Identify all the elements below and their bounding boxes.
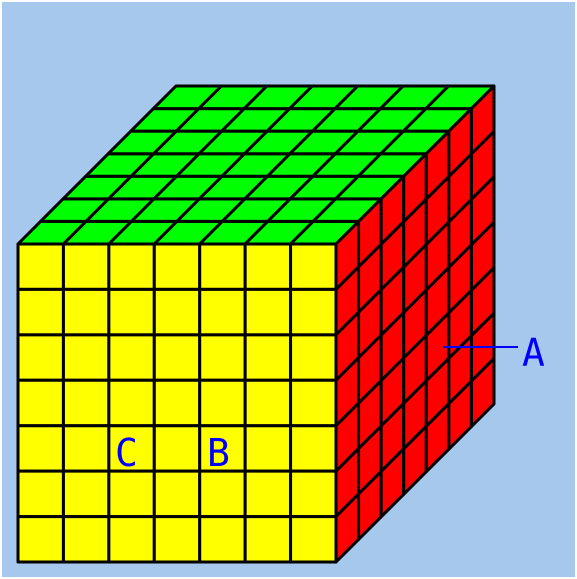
- cube-front-face: [16, 242, 338, 564]
- front-face-tile: [198, 469, 247, 519]
- front-face-tile: [61, 515, 111, 564]
- front-face-tile: [61, 424, 111, 473]
- front-face-tile: [243, 242, 293, 291]
- cube-top-face: [16, 84, 496, 246]
- front-face-tile: [152, 242, 202, 291]
- front-face-tile: [243, 515, 293, 564]
- front-face-tile: [107, 242, 156, 291]
- front-face-tile: [107, 287, 156, 337]
- front-face-tile: [198, 242, 247, 291]
- front-face-tile: [107, 469, 156, 519]
- front-face-tile: [198, 515, 247, 564]
- label-a: A: [522, 331, 545, 375]
- front-face-tile: [107, 378, 156, 428]
- front-face-tile: [61, 287, 111, 337]
- front-face-tile: [152, 515, 202, 564]
- front-face-tile: [243, 469, 293, 519]
- front-face-tile: [16, 424, 65, 473]
- front-face-tile: [152, 287, 202, 337]
- front-face-tile: [61, 469, 111, 519]
- front-face-tile: [289, 242, 338, 291]
- front-face-tile: [289, 378, 338, 428]
- front-face-tile: [243, 333, 293, 382]
- label-b: B: [207, 431, 230, 475]
- front-face-tile: [152, 469, 202, 519]
- front-face-tile: [16, 333, 65, 382]
- front-face-tile: [243, 424, 293, 473]
- front-face-tile: [16, 242, 65, 291]
- front-face-tile: [16, 287, 65, 337]
- front-face-tile: [61, 378, 111, 428]
- front-face-tile: [289, 515, 338, 564]
- front-face-tile: [152, 333, 202, 382]
- front-face-tile: [107, 333, 156, 382]
- front-face-tile: [152, 378, 202, 428]
- front-face-tile: [152, 424, 202, 473]
- front-face-tile: [61, 242, 111, 291]
- front-face-tile: [289, 424, 338, 473]
- cube-side-face: [334, 84, 496, 564]
- front-face-tile: [198, 378, 247, 428]
- front-face-tile: [289, 287, 338, 337]
- front-face-tile: [16, 515, 65, 564]
- front-face-tile: [289, 333, 338, 382]
- front-face-tile: [16, 378, 65, 428]
- front-face-tile: [61, 333, 111, 382]
- front-face-tile: [289, 469, 338, 519]
- side-face-tile: [469, 357, 496, 429]
- front-face-tile: [198, 333, 247, 382]
- front-face-tile: [107, 515, 156, 564]
- front-face-tile: [16, 469, 65, 519]
- front-face-tile: [243, 378, 293, 428]
- label-c: C: [115, 431, 138, 475]
- front-face-tile: [243, 287, 293, 337]
- front-face-tile: [198, 287, 247, 337]
